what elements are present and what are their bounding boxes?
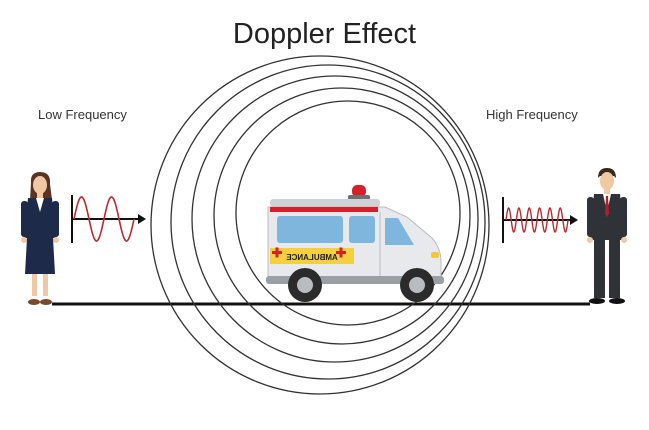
sound-circle-3: [191, 75, 479, 363]
sound-circle-2: [170, 64, 486, 380]
diagram-title: Doppler Effect: [232, 18, 417, 50]
low-frequency-wave: [71, 195, 146, 243]
high-frequency-label: High Frequency: [486, 107, 578, 122]
sound-wave-circles: [150, 55, 490, 395]
ambulance-icon: AMBULANCE: [266, 185, 444, 302]
ambulance-text: AMBULANCE: [286, 253, 338, 262]
man-observer-icon: [587, 168, 627, 304]
woman-observer-icon: [21, 172, 59, 305]
low-frequency-label: Low Frequency: [38, 107, 127, 122]
sound-circle-4: [213, 87, 471, 345]
high-frequency-wave: [502, 197, 578, 243]
sound-circle-5: [235, 100, 461, 326]
sound-circle-1: [150, 55, 490, 395]
